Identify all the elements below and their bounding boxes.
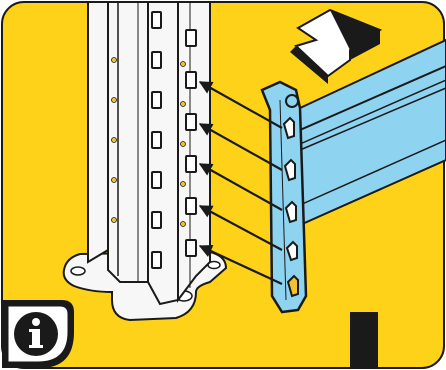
info-icon bbox=[2, 300, 74, 368]
step-bar-icon bbox=[350, 312, 378, 368]
